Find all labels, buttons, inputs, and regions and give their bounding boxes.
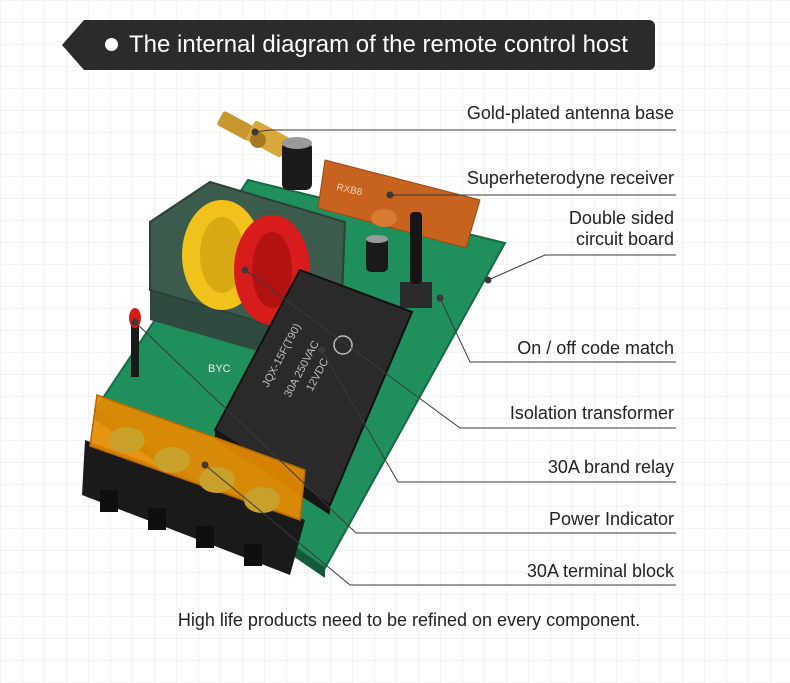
leader-dot-transformer	[241, 266, 249, 274]
bullet-dot-icon	[105, 38, 118, 51]
label-transformer: Isolation transformer	[509, 403, 674, 423]
capacitor	[282, 137, 312, 190]
label-antenna: Gold-plated antenna base	[466, 103, 674, 123]
leader-dot-antenna	[251, 128, 259, 136]
code-match-button	[400, 212, 432, 308]
leader-dot-receiver	[386, 191, 394, 199]
leader-dot-terminal	[201, 461, 209, 469]
leader-dot-codematch	[436, 294, 444, 302]
label-relay: 30A brand relay	[547, 457, 674, 477]
label-board-line-2: circuit board	[575, 229, 674, 249]
label-indicator: Power Indicator	[548, 509, 674, 529]
receiver-module: RXB8	[317, 159, 481, 249]
leader-relay	[321, 349, 676, 483]
diagram-title: The internal diagram of the remote contr…	[129, 31, 628, 58]
leader-transformer	[244, 269, 676, 429]
leader-terminal	[204, 464, 676, 586]
leader-antenna	[254, 129, 676, 133]
leader-indicator	[134, 321, 676, 534]
leader-dot-board	[484, 276, 492, 284]
receiver-code: RXB8	[335, 182, 363, 198]
label-receiver: Superheterodyne receiver	[466, 168, 674, 188]
leader-dot-indicator	[131, 318, 139, 326]
label-board-line-1: Double sided	[568, 208, 674, 228]
leader-dot-relay	[318, 346, 326, 354]
leader-board	[487, 254, 676, 281]
terminal-block	[82, 393, 306, 575]
label-codematch: On / off code match	[517, 338, 674, 358]
title-banner: The internal diagram of the remote contr…	[62, 20, 655, 70]
small-capacitor	[366, 235, 388, 272]
footer-caption: High life products need to be refined on…	[177, 610, 641, 630]
board-text: BYC	[208, 363, 231, 375]
label-terminal: 30A terminal block	[526, 561, 674, 581]
leader-codematch	[439, 297, 676, 363]
